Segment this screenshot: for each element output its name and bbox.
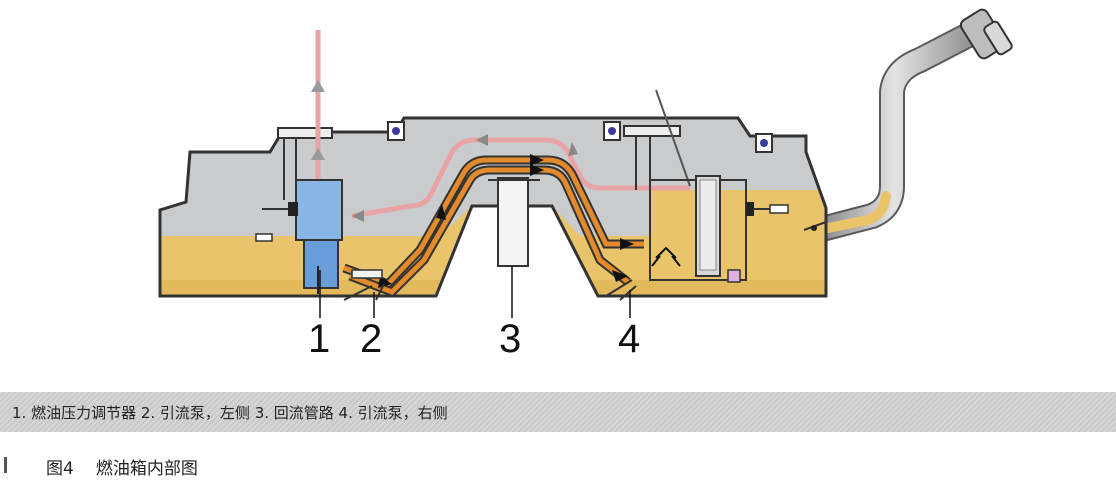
callout-1: 1 xyxy=(308,317,330,361)
pump-connector xyxy=(746,202,754,216)
supply-line-left xyxy=(342,154,644,298)
mount-bracket xyxy=(387,121,405,141)
legend-band xyxy=(0,392,1116,432)
fuel-tank-diagram: 1 2 3 4 xyxy=(158,8,1013,361)
callout-3: 3 xyxy=(499,317,521,361)
right-flange xyxy=(623,125,681,137)
left-flange xyxy=(277,127,333,139)
figure-number: 图4 xyxy=(46,459,74,479)
jet-pump-left xyxy=(343,269,385,301)
return-pipe-center xyxy=(488,177,540,267)
figure-caption: 图4 燃油箱内部图 xyxy=(46,454,198,479)
level-sensor-left xyxy=(255,233,273,242)
filler-neck xyxy=(813,8,1013,241)
fuel-pump-module xyxy=(649,175,747,283)
mount-bracket xyxy=(603,121,621,141)
fuel-level-right xyxy=(520,190,826,296)
return-line-red xyxy=(351,137,690,219)
level-sensor-right xyxy=(769,204,789,214)
callout-4: 4 xyxy=(618,317,640,361)
legend-text: 1. 燃油压力调节器 2. 引流泵，左侧 3. 回流管路 4. 引流泵，右侧 xyxy=(12,404,448,422)
jet-pump-right xyxy=(605,246,681,301)
callout-2: 2 xyxy=(360,317,382,361)
fuel-pressure-regulator xyxy=(262,179,343,294)
filler-cap xyxy=(959,8,1013,60)
figure-title: 燃油箱内部图 xyxy=(95,459,198,479)
mount-bracket xyxy=(755,133,773,153)
caption-marker xyxy=(4,457,7,473)
